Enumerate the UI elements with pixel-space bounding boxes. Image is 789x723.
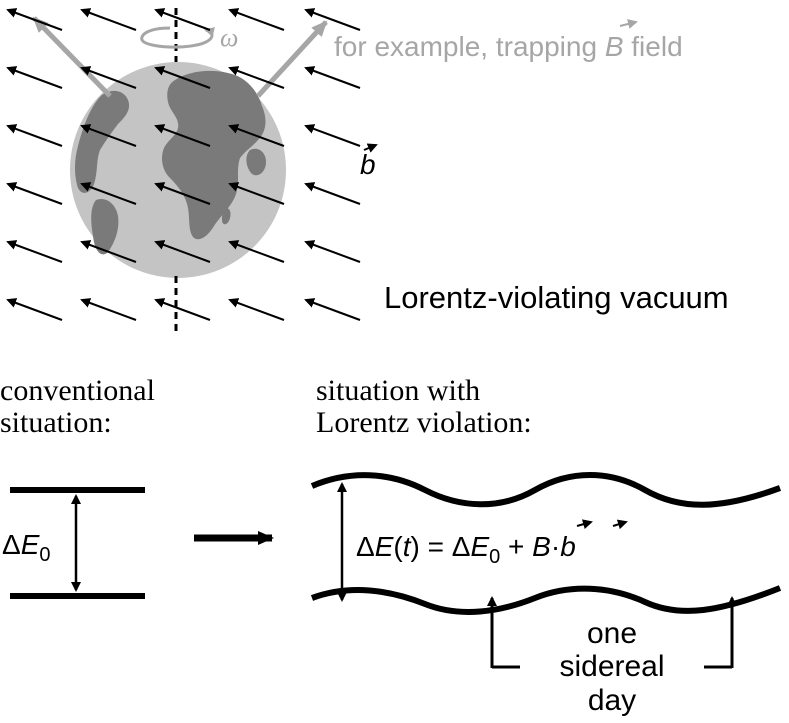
lv-upper-level <box>310 472 782 508</box>
b-field-arrow-r3-c2 <box>154 182 211 205</box>
island-madagascar <box>222 208 231 225</box>
b-field-arrow-r4-c2 <box>154 240 211 263</box>
continent-america <box>75 90 130 193</box>
b-field-arrow-r1-c1 <box>80 66 137 89</box>
delta-e0-label: ΔE0 <box>2 529 51 566</box>
b-field-arrow-r3-c4 <box>304 182 361 205</box>
b-field-arrow-r1-c0 <box>6 66 63 89</box>
b-field-arrow-r4-c3 <box>228 240 285 263</box>
b-field-arrow-r2-c3 <box>228 124 285 147</box>
b-field-arrow-r5-c2 <box>154 298 211 321</box>
b-field-arrow-r3-c1 <box>80 182 137 205</box>
b-field-arrow-r4-c4 <box>304 240 361 263</box>
b-field-arrow-r0-c0 <box>6 8 63 31</box>
b-field-arrow-r1-c3 <box>228 66 285 89</box>
b-field-arrow-r3-c0 <box>6 182 63 205</box>
vacuum-label: Lorentz-violating vacuum <box>384 280 729 315</box>
b-field-arrow-r4-c1 <box>80 240 137 263</box>
b-field-arrow-r5-c3 <box>228 298 285 321</box>
b-field-arrow-r1-c4 <box>304 66 361 89</box>
field-vector-symbol: B <box>605 31 624 62</box>
b-vector-field <box>6 8 361 321</box>
b-label-vector-arrow <box>363 143 378 153</box>
field-annotation: for example, trapping B field <box>334 31 683 62</box>
sidereal-line1: one <box>587 617 637 650</box>
continent-europe-africa <box>162 70 266 240</box>
b-field-arrow-r2-c0 <box>6 124 63 147</box>
rotation-arrow <box>140 26 215 49</box>
b-field-arrow-left <box>32 16 112 98</box>
field-b-vector-arrow <box>619 19 638 29</box>
b-field-arrow-r0-c3 <box>228 8 285 31</box>
lv-label-line2: Lorentz violation: <box>316 406 532 439</box>
b-field-arrow-r2-c1 <box>80 124 137 147</box>
b-field-arrow-r3-c3 <box>228 182 285 205</box>
continent-arabia <box>246 148 266 176</box>
b-field-arrow-r2-c2 <box>154 124 211 147</box>
equation-lhs-delta: Δ <box>356 531 375 562</box>
b-field-arrow-r5-c1 <box>80 298 137 321</box>
conventional-label-line2: situation: <box>0 406 112 439</box>
lv-label-line1: situation with <box>316 374 480 407</box>
lv-lower-level <box>310 585 782 615</box>
sidereal-line2: sidereal <box>559 650 664 683</box>
equation-B-vector-arrow <box>576 519 593 530</box>
b-field-arrow-r5-c4 <box>304 298 361 321</box>
b-field-arrow-r0-c2 <box>154 8 211 31</box>
b-field-arrow-r0-c1 <box>80 8 137 31</box>
equation: ΔE(t) = ΔE0 + B·b <box>356 531 576 568</box>
b-field-arrow-r5-c0 <box>6 298 63 321</box>
continent-south <box>91 198 119 255</box>
b-field-arrow-r4-c0 <box>6 240 63 263</box>
b-field-arrow-r0-c4 <box>304 8 361 31</box>
b-field-arrow-r1-c2 <box>154 66 211 89</box>
omega-label: ω <box>220 23 238 52</box>
b-field-arrow-right <box>256 20 328 98</box>
b-field-arrow-r2-c4 <box>304 124 361 147</box>
sidereal-line3: day <box>588 684 636 717</box>
earth <box>70 62 286 278</box>
equation-b-vector-arrow <box>612 519 628 530</box>
conventional-label-line1: conventional <box>0 374 155 407</box>
b-vector-label: b <box>360 149 376 180</box>
